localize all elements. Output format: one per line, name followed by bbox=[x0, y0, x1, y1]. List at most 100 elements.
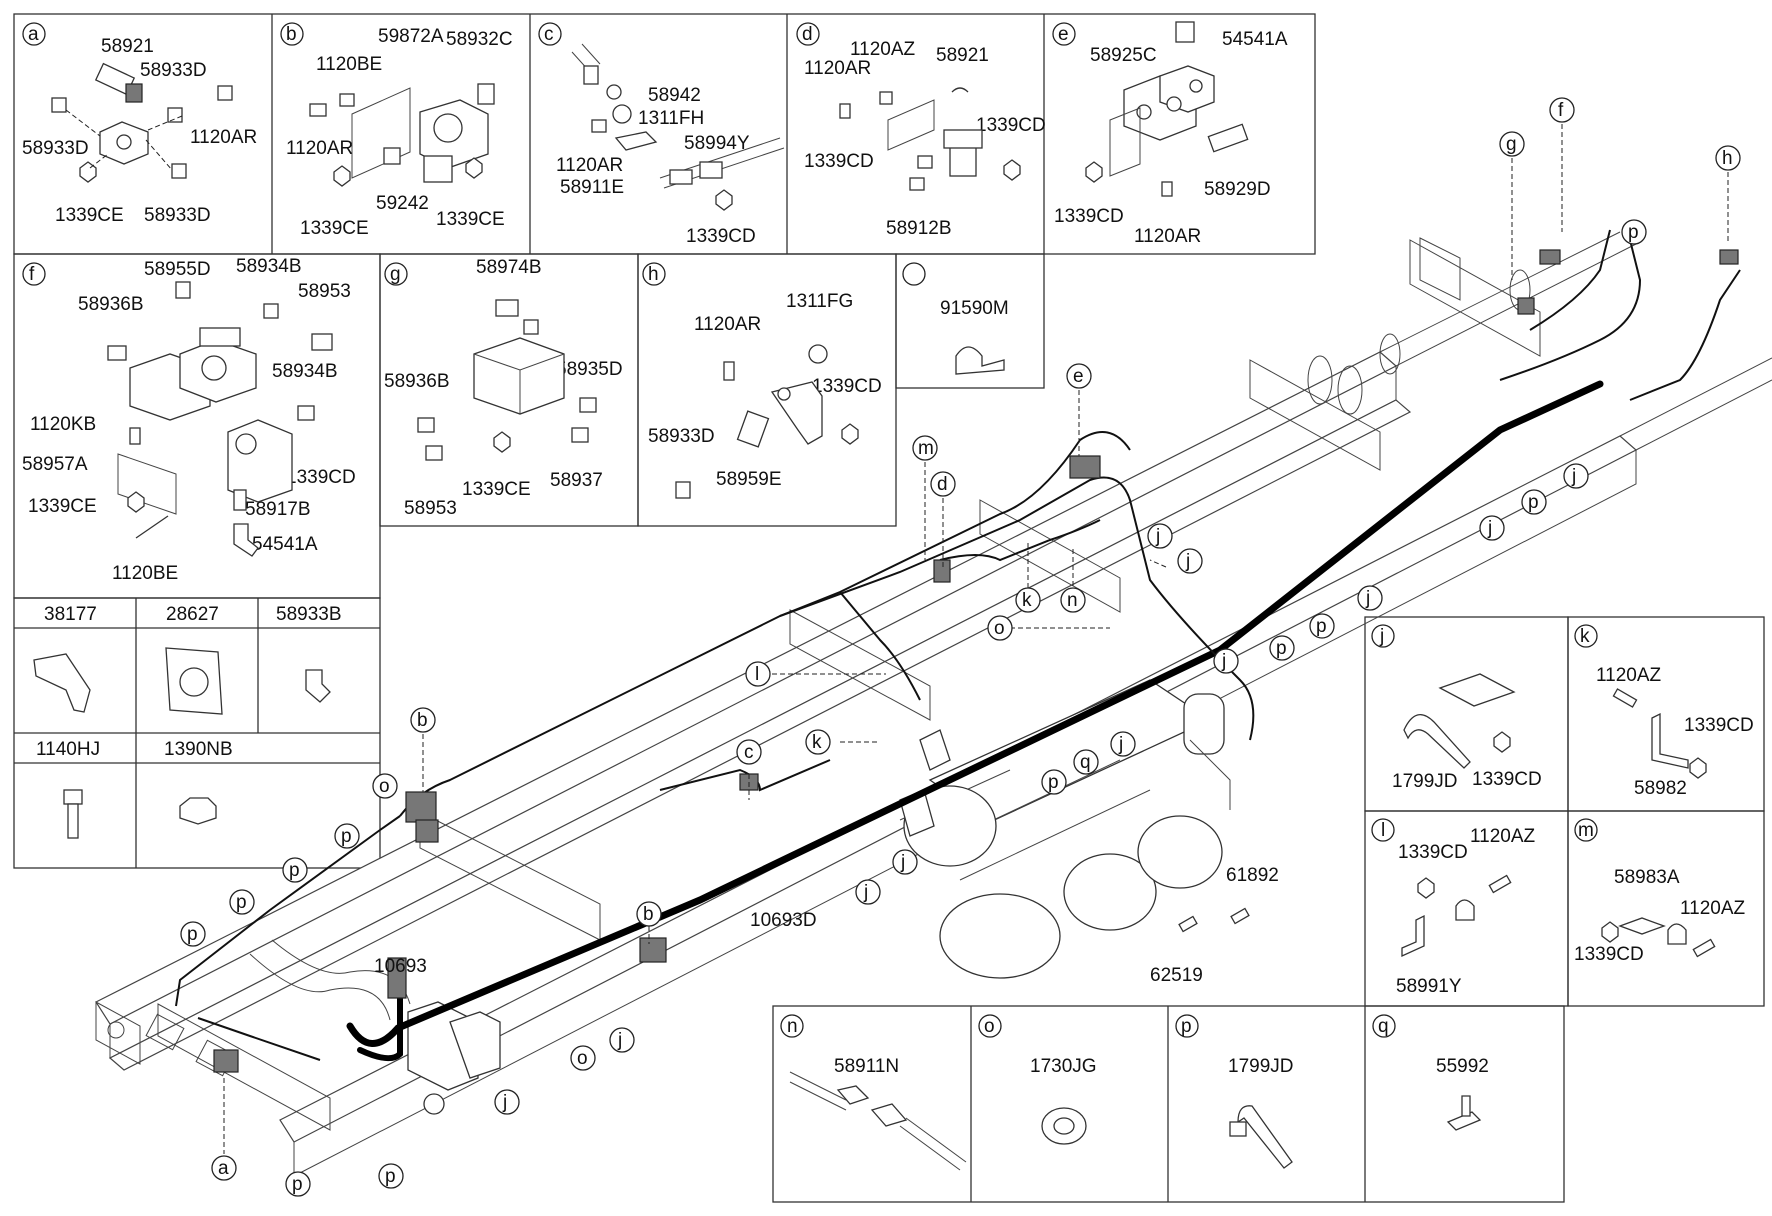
part-label: 58933D bbox=[140, 60, 207, 81]
part-label: 58933D bbox=[648, 426, 715, 447]
part-label: 1140HJ bbox=[36, 739, 100, 760]
bolt-drawing bbox=[1692, 938, 1716, 958]
callout-k: k bbox=[812, 732, 822, 753]
callout-o: o bbox=[379, 776, 390, 797]
part-label: 58921 bbox=[936, 45, 989, 66]
bolt-drawing bbox=[1488, 874, 1512, 894]
part-label: 1120AR bbox=[1134, 226, 1201, 247]
panel-o-marker bbox=[978, 1014, 1002, 1038]
panel-f-marker bbox=[22, 262, 46, 286]
air-tanks bbox=[899, 679, 1231, 979]
chassis-callouts: a b b c d e f g h m l k k n o j j j p p … bbox=[180, 97, 1741, 1197]
part-label: 62519 bbox=[1150, 965, 1203, 986]
callout-j: j bbox=[502, 1092, 507, 1113]
part-label: 1339CD bbox=[812, 376, 882, 397]
callout-j: j bbox=[1185, 551, 1190, 572]
clip-drawing bbox=[955, 346, 1005, 375]
panel-o: o 1730JG bbox=[978, 1014, 1097, 1145]
part-label: 1339CD bbox=[1054, 206, 1124, 227]
part-label: 1120AR bbox=[556, 155, 623, 176]
bracket-drawing bbox=[1401, 914, 1425, 958]
panel-p-letter: p bbox=[1181, 1016, 1192, 1037]
callout-g: g bbox=[1506, 134, 1517, 155]
panel-d: d 1120AZ 58921 1120AR 1339CD 1339CD 5891… bbox=[796, 22, 1046, 239]
panel-grid bbox=[13, 13, 1765, 1203]
elbow-58933B-drawing bbox=[305, 669, 331, 703]
panel-a-letter: a bbox=[28, 24, 39, 45]
callout-p: p bbox=[289, 860, 300, 881]
panel-j-marker bbox=[1371, 624, 1395, 648]
callout-j: j bbox=[1487, 518, 1492, 539]
part-label: 54541A bbox=[1222, 29, 1288, 50]
part-label: 1339CE bbox=[55, 205, 124, 226]
tube-drawing bbox=[899, 1117, 967, 1171]
panel-e-letter: e bbox=[1058, 24, 1069, 45]
callout-p: p bbox=[187, 924, 198, 945]
part-label: 54541A bbox=[252, 534, 318, 555]
panel-g-marker bbox=[384, 262, 408, 286]
pressure-switch-drawing bbox=[839, 87, 1021, 191]
clip-drawing bbox=[1455, 899, 1475, 921]
part-label: 58912B bbox=[886, 218, 952, 239]
part-label: 1120AR bbox=[804, 58, 871, 79]
part-label: 58955D bbox=[144, 259, 211, 280]
solenoid-valve-drawing bbox=[1085, 21, 1249, 197]
callout-j: j bbox=[863, 882, 868, 903]
part-label: 1339CD bbox=[976, 115, 1046, 136]
tie-strap-drawing bbox=[1403, 714, 1471, 769]
part-label: 1120AZ bbox=[1680, 898, 1746, 919]
part-label: 1339CD bbox=[1684, 715, 1754, 736]
clip-drawing bbox=[1667, 923, 1687, 945]
panel-b-letter: b bbox=[286, 24, 297, 45]
nut-drawing bbox=[1417, 877, 1435, 899]
part-label: 1339CE bbox=[28, 496, 97, 517]
callout-p: p bbox=[1628, 222, 1639, 243]
nut-1390NB-drawing bbox=[179, 797, 217, 825]
part-label: 58982 bbox=[1634, 778, 1687, 799]
part-label: 58957A bbox=[22, 454, 88, 475]
air-lines bbox=[175, 229, 1741, 1061]
valve-b-front bbox=[405, 791, 437, 823]
callout-p: p bbox=[1276, 638, 1287, 659]
part-label: 58933D bbox=[144, 205, 211, 226]
nut-drawing bbox=[1689, 757, 1707, 779]
panel-l-letter: l bbox=[1381, 820, 1385, 841]
callout-a: a bbox=[218, 1158, 229, 1179]
part-label: 58925C bbox=[1090, 45, 1157, 66]
part-label: 58936B bbox=[384, 371, 450, 392]
callout-l: l bbox=[755, 664, 759, 685]
part-label: 1339CE bbox=[300, 218, 369, 239]
panel-n: n 58911N bbox=[780, 1014, 967, 1171]
part-label: 1339CD bbox=[1574, 944, 1644, 965]
callout-d: d bbox=[937, 474, 948, 495]
callout-p: p bbox=[1316, 616, 1327, 637]
panel-g: g 58974B 58936B 58935D 58953 1339CE 5893… bbox=[384, 257, 623, 519]
part-label: 59242 bbox=[376, 193, 429, 214]
part-label: 58935D bbox=[556, 359, 623, 380]
part-label: 1120AR bbox=[190, 127, 257, 148]
callout-leaders bbox=[223, 124, 1729, 1154]
callout-o: o bbox=[577, 1048, 588, 1069]
part-label: 58917B bbox=[245, 499, 311, 520]
hose-fitting-drawing bbox=[571, 43, 785, 211]
panel-q-letter: q bbox=[1378, 1016, 1389, 1037]
part-label: 58933D bbox=[22, 138, 89, 159]
part-label: 1311FG bbox=[786, 291, 853, 312]
panel-n-letter: n bbox=[787, 1016, 798, 1037]
part-label: 58911N bbox=[834, 1056, 899, 1077]
part-label: 38177 bbox=[44, 604, 97, 625]
panel-b: b 59872A 58932C 1120BE 1120AR 59242 1339… bbox=[280, 22, 513, 239]
callout-j: j bbox=[1571, 466, 1576, 487]
panel-j: j 1799JD 1339CD bbox=[1371, 624, 1542, 792]
panel-d-marker bbox=[796, 22, 820, 46]
part-label: 1311FH bbox=[638, 108, 704, 129]
part-label: 58932C bbox=[446, 29, 513, 50]
relay-valve-drawing bbox=[309, 83, 495, 187]
part-label: 58934B bbox=[236, 256, 302, 277]
part-label: 1339CD bbox=[686, 226, 756, 247]
panel-k-letter: k bbox=[1580, 626, 1590, 647]
callout-e: e bbox=[1073, 366, 1084, 387]
panel-a-marker bbox=[22, 22, 46, 46]
panel-c: c 58942 1311FH 58994Y 1120AR 58911E 1339… bbox=[538, 22, 785, 247]
